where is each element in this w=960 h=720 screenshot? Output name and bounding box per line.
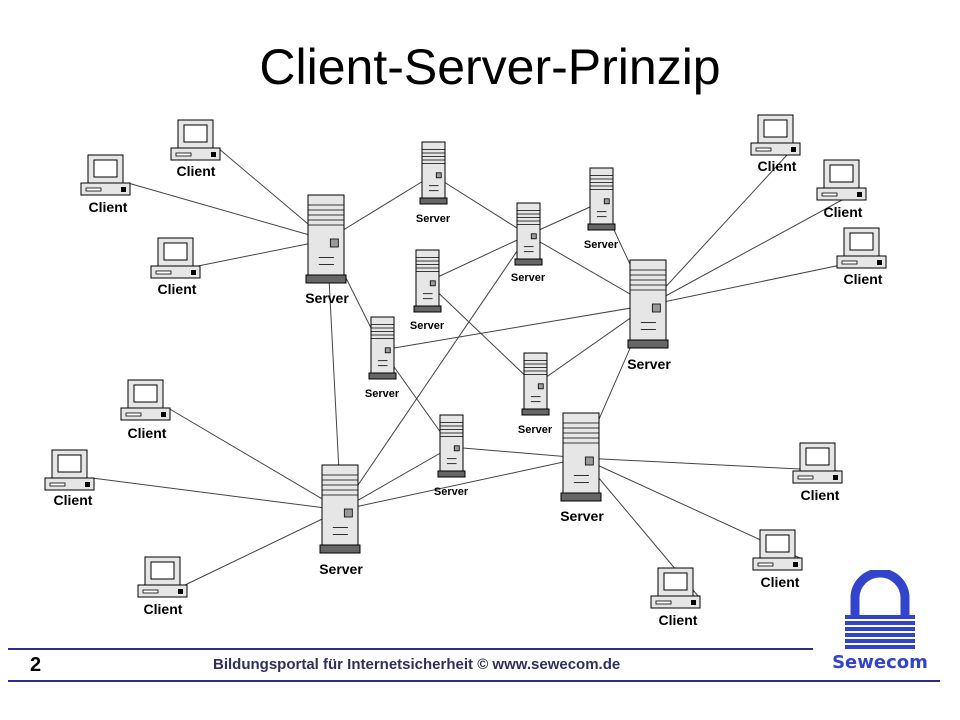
server-node: Server [511,202,546,284]
server-node: Server [584,167,619,251]
client-node: Client [80,154,131,215]
client-node: Client [750,114,801,174]
client-label: Client [761,574,800,590]
tower-server-icon [587,167,616,231]
tower-server-icon [437,414,466,478]
connection-line [340,446,452,511]
client-node: Client [752,529,803,590]
client-node: Client [137,556,188,617]
logo-wordmark: Sewecom [832,652,928,673]
desktop-computer-icon [80,154,131,196]
connection-line [648,142,799,306]
desktop-computer-icon [752,529,803,571]
connection-line [326,174,434,241]
sewecom-logo: Sewecom [832,570,928,673]
network-diagram: ClientClientClientClientClientClientClie… [44,114,887,628]
padlock-icon [845,570,915,649]
connection-line [197,239,328,267]
connection-line [527,234,650,306]
page-number: 2 [30,654,42,676]
network-nodes: ClientClientClientClientClientClientClie… [44,114,887,628]
client-node: Client [836,227,887,287]
client-label: Client [89,199,128,215]
desktop-computer-icon [650,567,701,609]
server-label: Server [434,486,469,498]
connection-line [381,304,650,351]
desktop-computer-icon [750,114,801,156]
server-node: Server [305,194,349,306]
desktop-computer-icon [44,449,95,491]
tower-server-icon [521,352,550,416]
desktop-computer-icon [816,159,867,201]
desktop-computer-icon [150,237,201,279]
server-node: Server [560,412,604,524]
server-node: Server [434,414,469,498]
client-label: Client [128,425,167,441]
client-label: Client [824,204,863,220]
server-node: Server [627,259,671,372]
connection-line [426,234,529,283]
client-label: Client [54,492,93,508]
connection-line [167,407,342,511]
client-node: Client [44,449,95,508]
desktop-computer-icon [120,379,171,421]
client-node: Client [120,379,171,441]
connection-line [340,234,529,511]
desktop-computer-icon [836,227,887,269]
server-label: Server [305,290,349,306]
tower-server-icon [368,316,397,380]
server-label: Server [416,213,451,225]
client-node: Client [150,237,201,297]
tower-server-icon [514,202,543,266]
connection-lines [91,142,885,597]
desktop-computer-icon [792,442,843,484]
tower-server-icon [305,194,347,284]
slide-title: Client-Server-Prinzip [259,39,721,95]
connection-line [432,174,529,236]
footer-rule-bottom [8,680,940,682]
server-label: Server [584,239,619,251]
server-node: Server [365,316,400,400]
connection-line [648,187,865,306]
connection-line [426,281,536,386]
server-label: Server [319,561,363,577]
client-label: Client [758,158,797,174]
connection-line [340,457,583,511]
client-label: Client [158,281,197,297]
client-label: Client [844,271,883,287]
client-label: Client [659,612,698,628]
server-label: Server [627,356,671,372]
client-node: Client [816,159,867,220]
server-label: Server [511,272,546,284]
connection-line [581,457,841,472]
connection-line [184,509,342,586]
server-node: Server [319,464,363,577]
footer-text: Bildungsportal für Internetsicherheit © … [213,656,621,673]
desktop-computer-icon [170,119,221,161]
server-label: Server [560,508,604,524]
connection-line [91,477,342,511]
client-node: Client [170,119,221,179]
desktop-computer-icon [137,556,188,598]
server-node: Server [410,249,445,332]
tower-server-icon [627,259,669,349]
tower-server-icon [413,249,442,313]
tower-server-icon [419,141,448,205]
tower-server-icon [560,412,602,502]
footer-rule-top [8,648,813,650]
client-node: Client [792,442,843,503]
server-label: Server [410,320,445,332]
connection-line [450,446,583,459]
server-label: Server [518,424,553,436]
server-node: Server [518,352,553,436]
server-label: Server [365,388,400,400]
tower-server-icon [319,464,361,554]
connection-line [127,182,328,241]
client-label: Client [177,163,216,179]
client-node: Client [650,567,701,628]
client-label: Client [144,601,183,617]
server-node: Server [416,141,451,225]
client-label: Client [801,487,840,503]
